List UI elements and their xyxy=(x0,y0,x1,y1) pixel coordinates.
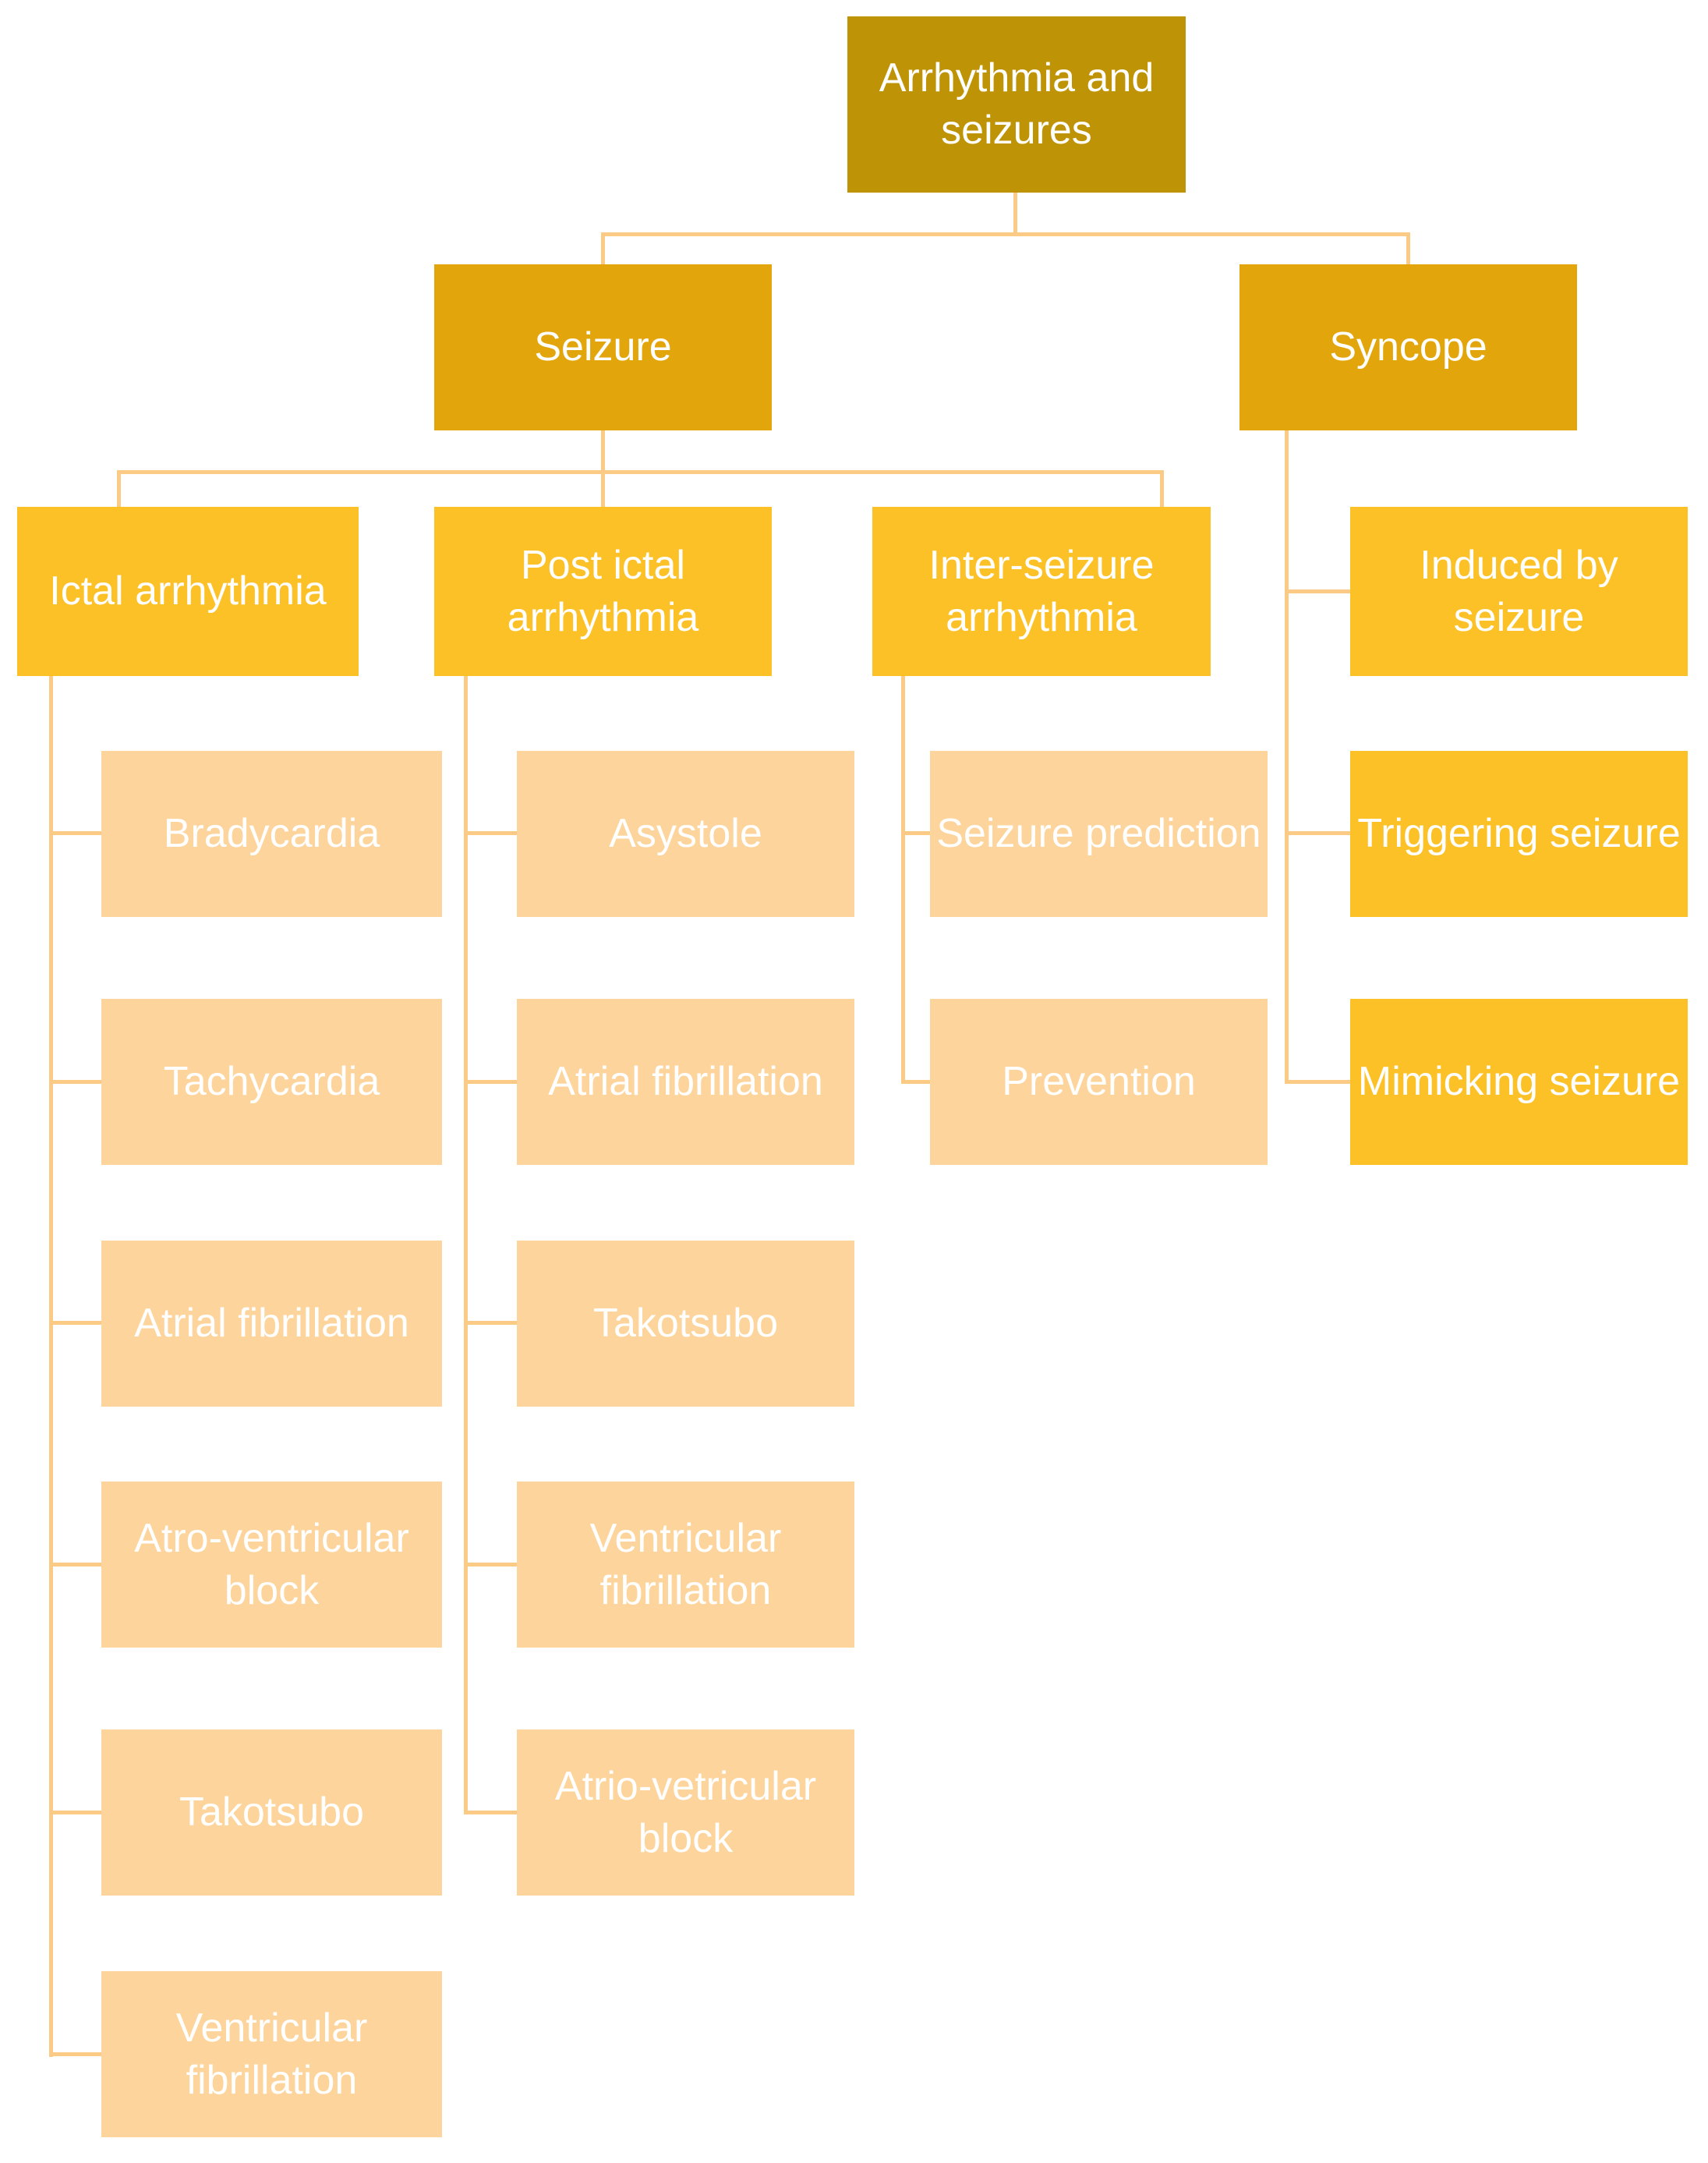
edge-stub-atrial-fib-2 xyxy=(464,1080,517,1084)
node-ventricular-fibrillation-ictal: Ventricular fibrillation xyxy=(101,1971,442,2137)
node-mimicking-seizure: Mimicking seizure xyxy=(1350,999,1688,1165)
edge-stub-ventricular-fib-2 xyxy=(464,1563,517,1566)
node-label: Seizure xyxy=(534,324,672,370)
edge-drop-seizure xyxy=(601,232,605,267)
node-label: Takotsubo xyxy=(179,1790,365,1836)
node-atro-ventricular-block: Atro-ventricular block xyxy=(101,1482,442,1648)
node-label: Atrial fibrillation xyxy=(548,1059,823,1105)
edge-stub-tachycardia xyxy=(49,1080,101,1084)
node-label: Post ictal arrhythmia xyxy=(507,542,699,640)
edge-stub-takotsubo-2 xyxy=(464,1321,517,1325)
edge-drop-syncope xyxy=(1406,232,1410,267)
edge-root-vertical xyxy=(1013,193,1017,236)
node-label: Seizure prediction xyxy=(936,811,1261,857)
node-ventricular-fibrillation-post: Ventricular fibrillation xyxy=(517,1482,854,1648)
edge-drop-post-ictal xyxy=(601,470,605,510)
node-arrhythmia-and-seizures: Arrhythmia and seizures xyxy=(847,16,1186,193)
edge-stub-seizure-prediction xyxy=(901,831,930,835)
edge-drop-ictal xyxy=(117,470,121,510)
node-takotsubo-ictal: Takotsubo xyxy=(101,1729,442,1896)
node-label: Takotsubo xyxy=(592,1301,779,1347)
edge-stub-takotsubo-1 xyxy=(49,1811,101,1814)
edge-stub-mimicking xyxy=(1285,1080,1350,1084)
node-seizure: Seizure xyxy=(434,264,772,430)
node-inter-seizure-arrhythmia: Inter-seizure arrhythmia xyxy=(872,507,1211,676)
edge-stub-av-block-2 xyxy=(464,1811,517,1814)
node-prevention: Prevention xyxy=(930,999,1268,1165)
node-label: Induced by seizure xyxy=(1420,542,1618,640)
edge-stub-asystole xyxy=(464,831,517,835)
node-label: Ictal arrhythmia xyxy=(49,568,327,614)
node-ictal-arrhythmia: Ictal arrhythmia xyxy=(17,507,359,676)
node-induced-by-seizure: Induced by seizure xyxy=(1350,507,1688,676)
edge-stub-triggering xyxy=(1285,831,1350,835)
node-label: Asystole xyxy=(609,811,762,857)
node-label: Prevention xyxy=(1002,1059,1196,1105)
node-tachycardia: Tachycardia xyxy=(101,999,442,1165)
node-label: Inter-seizure arrhythmia xyxy=(928,542,1155,640)
edge-inter-seizure-rail xyxy=(901,676,905,1084)
edge-post-ictal-rail xyxy=(464,676,468,1814)
node-atrio-vetricular-block: Atrio-vetricular block xyxy=(517,1729,854,1896)
node-syncope: Syncope xyxy=(1239,264,1577,430)
edge-stub-bradycardia xyxy=(49,831,101,835)
node-label: Tachycardia xyxy=(163,1059,380,1105)
node-label: Syncope xyxy=(1329,324,1487,370)
node-atrial-fibrillation-post: Atrial fibrillation xyxy=(517,999,854,1165)
node-post-ictal-arrhythmia: Post ictal arrhythmia xyxy=(434,507,772,676)
node-label: Mimicking seizure xyxy=(1357,1059,1681,1105)
node-atrial-fibrillation-ictal: Atrial fibrillation xyxy=(101,1241,442,1407)
node-takotsubo-post: Takotsubo xyxy=(517,1241,854,1407)
node-label: Ventricular fibrillation xyxy=(589,1515,782,1613)
edge-drop-inter-seizure xyxy=(1160,470,1164,510)
node-label: Atrial fibrillation xyxy=(134,1301,409,1347)
node-seizure-prediction: Seizure prediction xyxy=(930,751,1268,917)
node-label: Arrhythmia and seizures xyxy=(879,55,1155,153)
node-label: Atrio-vetricular block xyxy=(554,1763,817,1861)
node-asystole: Asystole xyxy=(517,751,854,917)
edge-stub-atrial-fib-1 xyxy=(49,1321,101,1325)
edge-ictal-rail xyxy=(49,676,53,2057)
edge-level3-horizontal xyxy=(117,470,1164,474)
node-label: Triggering seizure xyxy=(1357,811,1681,857)
node-label: Atro-ventricular block xyxy=(134,1515,409,1613)
edge-stub-av-block-1 xyxy=(49,1563,101,1566)
edge-stub-ventricular-fib-1 xyxy=(49,2052,101,2056)
node-label: Ventricular fibrillation xyxy=(175,2005,368,2103)
edge-syncope-rail xyxy=(1285,430,1289,1084)
edge-stub-prevention xyxy=(901,1080,930,1084)
edge-seizure-vertical xyxy=(601,430,605,474)
edge-top-horizontal xyxy=(601,232,1410,236)
node-bradycardia: Bradycardia xyxy=(101,751,442,917)
edge-stub-induced xyxy=(1285,589,1350,593)
node-triggering-seizure: Triggering seizure xyxy=(1350,751,1688,917)
node-label: Bradycardia xyxy=(163,811,380,857)
